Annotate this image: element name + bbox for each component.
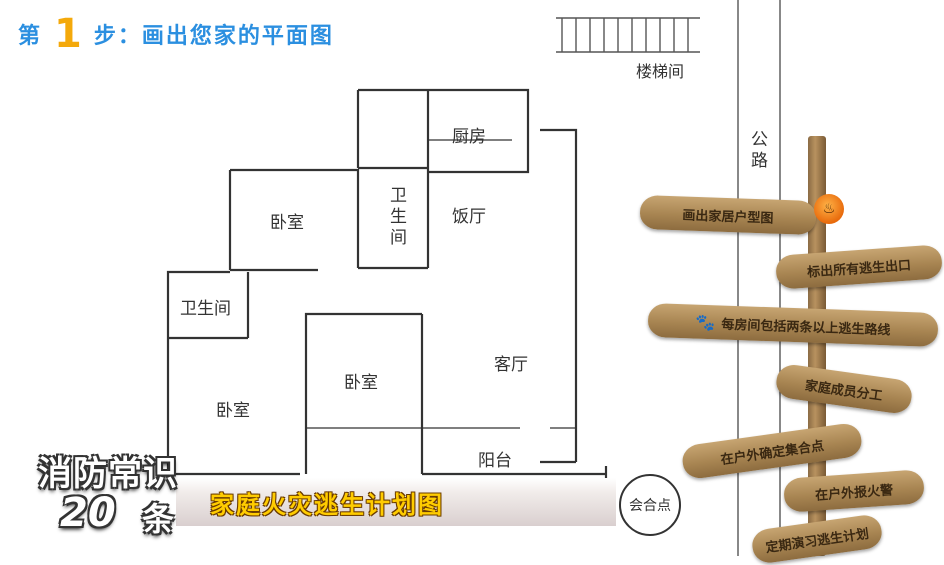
road-label: 公路 bbox=[747, 130, 767, 172]
sign-0: 画出家居户型图 bbox=[639, 194, 817, 236]
room-bedroom-left: 卧室 bbox=[216, 401, 250, 421]
page-title: 第 1 步：画出您家的平面图 bbox=[18, 12, 334, 56]
paw-icon: 🐾 bbox=[695, 312, 716, 332]
sign-4-text: 在户外确定集合点 bbox=[719, 438, 825, 468]
banner-text: 家庭火灾逃生计划图 bbox=[210, 490, 444, 519]
logo-unit: 条 bbox=[142, 500, 175, 538]
room-bedroom-top: 卧室 bbox=[270, 213, 304, 233]
logo-line1: 消防常识 bbox=[38, 454, 178, 494]
room-bathroom-top: 卫生间 bbox=[386, 186, 406, 249]
room-bathroom-left: 卫生间 bbox=[180, 299, 231, 319]
room-bedroom-middle: 卧室 bbox=[344, 373, 378, 393]
stairs-drawing bbox=[556, 17, 700, 53]
caption-banner: 家庭火灾逃生计划图 bbox=[176, 478, 616, 526]
room-living: 客厅 bbox=[494, 355, 528, 375]
meeting-point: 会合点 bbox=[619, 474, 681, 536]
sign-3-text: 家庭成员分工 bbox=[804, 378, 884, 404]
title-prefix: 第 bbox=[18, 24, 43, 49]
sign-6-text: 定期演习逃生计划 bbox=[764, 526, 870, 556]
logo-number: 20 bbox=[60, 490, 116, 536]
room-kitchen: 厨房 bbox=[452, 127, 486, 147]
stairs-label: 楼梯间 bbox=[636, 62, 685, 81]
sign-5-text: 在户外报火警 bbox=[814, 482, 894, 504]
title-step-number: 1 bbox=[54, 11, 82, 57]
sign-2-text: 每房间包括两条以上逃生路线 bbox=[721, 317, 891, 338]
meeting-point-label: 会合点 bbox=[629, 498, 671, 514]
room-balcony: 阳台 bbox=[478, 451, 512, 471]
room-dining: 饭厅 bbox=[452, 207, 486, 227]
sign-0-text: 画出家居户型图 bbox=[682, 207, 774, 227]
series-logo: 消防常识 20 条 bbox=[38, 446, 208, 546]
sign-1-text: 标出所有逃生出口 bbox=[806, 257, 912, 281]
title-rest: 步：画出您家的平面图 bbox=[93, 24, 334, 49]
fire-icon: ♨ bbox=[814, 194, 844, 224]
walls bbox=[166, 88, 608, 478]
